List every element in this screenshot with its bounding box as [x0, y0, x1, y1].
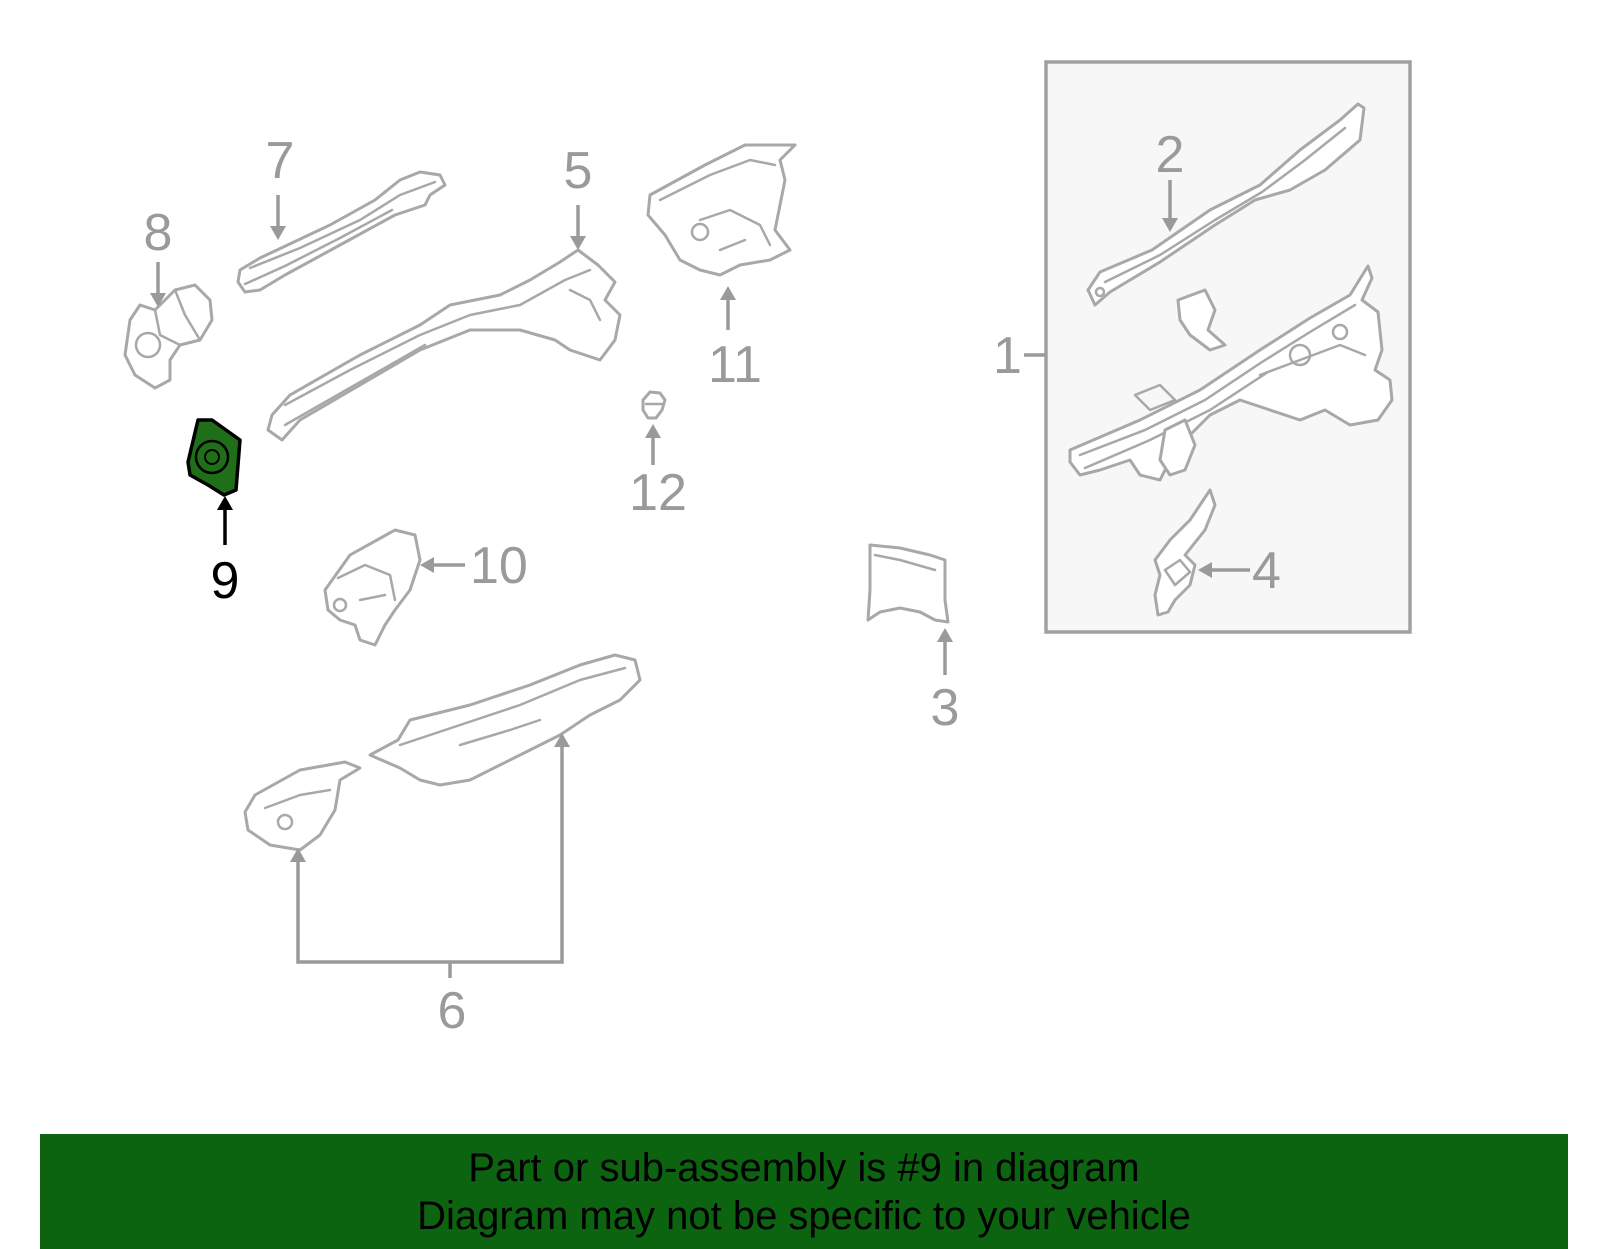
part-1-assembly[interactable]: [1068, 264, 1394, 482]
callout-11: 11: [708, 336, 762, 394]
part-11-bracket[interactable]: [646, 143, 797, 277]
banner-line-1: Part or sub-assembly is #9 in diagram: [468, 1146, 1140, 1190]
callout-1: 1: [993, 327, 1022, 385]
leader-lines: [150, 180, 1250, 978]
callout-12: 12: [629, 464, 687, 522]
part-4-bracket[interactable]: [1153, 488, 1217, 617]
callout-7: 7: [266, 132, 295, 190]
callout-4: 4: [1252, 542, 1281, 600]
part-2-rail[interactable]: [1086, 102, 1366, 307]
callout-10: 10: [470, 537, 528, 595]
part-6-rail-rear[interactable]: [368, 653, 642, 787]
callout-labels: 1 2 3 4 5 6 7 8 9 10 11 12: [144, 126, 1281, 1040]
callout-2: 2: [1156, 126, 1185, 184]
part-7-rail[interactable]: [236, 170, 447, 294]
banner-line-2: Diagram may not be specific to your vehi…: [417, 1194, 1191, 1238]
part-8-bracket[interactable]: [123, 283, 214, 390]
part-10-bracket[interactable]: [323, 528, 422, 647]
part-9-plate[interactable]: [186, 418, 242, 497]
callout-5: 5: [564, 142, 593, 200]
info-banner: Part or sub-assembly is #9 in diagram Di…: [40, 1134, 1568, 1249]
callout-6: 6: [438, 982, 467, 1040]
callout-8: 8: [144, 204, 173, 262]
part-6-rail-front[interactable]: [243, 760, 362, 852]
callout-9: 9: [211, 552, 240, 610]
part-12-clip[interactable]: [641, 390, 667, 420]
callout-3: 3: [931, 679, 960, 737]
part-5-rail[interactable]: [266, 248, 622, 442]
part-3-panel[interactable]: [866, 543, 950, 624]
